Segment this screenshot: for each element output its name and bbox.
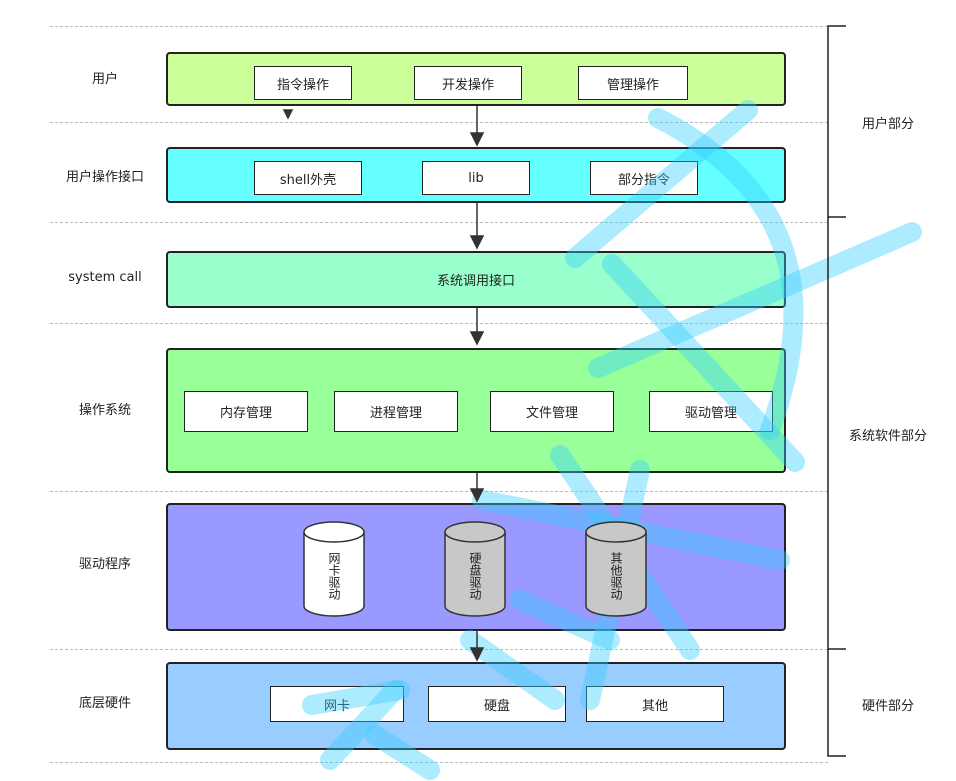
cylinder-label-disk-driver: 硬盘驱动 xyxy=(468,552,482,600)
box-partial-cmd: 部分指令 xyxy=(590,161,698,195)
box-memory-mgmt: 内存管理 xyxy=(184,391,308,432)
layer-os: 内存管理 进程管理 文件管理 驱动管理 xyxy=(166,348,786,473)
separator-line xyxy=(50,222,828,223)
layer-label-hardware: 底层硬件 xyxy=(78,696,131,711)
box-shell: shell外壳 xyxy=(254,161,362,195)
layer-interface: shell外壳 lib 部分指令 xyxy=(166,147,786,203)
bracket-label-system: 系统软件部分 xyxy=(848,429,927,444)
layer-label-driver: 驱动程序 xyxy=(78,557,131,572)
box-process-mgmt: 进程管理 xyxy=(334,391,458,432)
syscall-interface-label: 系统调用接口 xyxy=(436,274,515,289)
layer-label-user: 用户 xyxy=(91,72,118,87)
small-arrow-head xyxy=(282,109,294,120)
layer-hardware: 网卡 硬盘 其他 xyxy=(166,662,786,750)
box-driver-mgmt: 驱动管理 xyxy=(649,391,773,432)
layer-label-syscall: system call xyxy=(68,270,142,285)
separator-line xyxy=(50,323,828,324)
bracket-label-user: 用户部分 xyxy=(861,117,914,132)
cylinder-label-nic-driver: 网卡驱动 xyxy=(327,552,341,600)
box-other-hw: 其他 xyxy=(586,686,724,722)
layer-label-os: 操作系统 xyxy=(78,403,131,418)
box-manage-op: 管理操作 xyxy=(578,66,688,100)
separator-line xyxy=(50,491,828,492)
box-lib: lib xyxy=(422,161,530,195)
side-brackets xyxy=(827,25,846,757)
box-file-mgmt: 文件管理 xyxy=(490,391,614,432)
box-disk: 硬盘 xyxy=(428,686,566,722)
box-nic: 网卡 xyxy=(270,686,404,722)
separator-line xyxy=(50,762,828,763)
layer-syscall: 系统调用接口 xyxy=(166,251,786,308)
separator-line xyxy=(50,122,828,123)
bracket-label-hardware: 硬件部分 xyxy=(861,699,914,714)
separator-line xyxy=(50,649,828,650)
layer-label-interface: 用户操作接口 xyxy=(65,170,144,185)
cylinder-label-other-driver: 其他驱动 xyxy=(609,552,623,600)
box-dev-op: 开发操作 xyxy=(414,66,522,100)
box-command-op: 指令操作 xyxy=(254,66,352,100)
layer-user: 指令操作 开发操作 管理操作 xyxy=(166,52,786,106)
separator-line xyxy=(50,26,828,27)
